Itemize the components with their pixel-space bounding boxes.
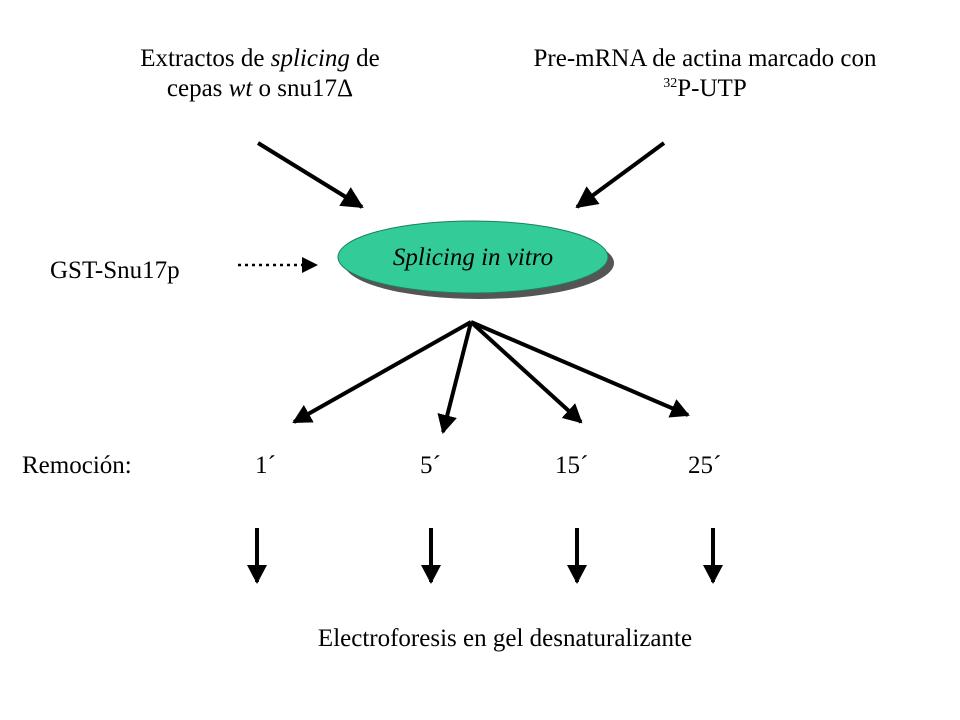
- splicing-node-label: Splicing in vitro: [392, 244, 554, 271]
- arrow-premrna-to-splicing: [575, 141, 666, 209]
- arrow-extracts-to-splicing: [256, 141, 364, 209]
- time-25: 25´: [688, 452, 722, 479]
- removal-label: Remoción:: [22, 452, 132, 479]
- electrophoresis-label: Electroforesis en gel desnaturalizante: [317, 625, 693, 652]
- gst-snu17p-label: GST-Snu17p: [50, 257, 180, 284]
- arrow-gst-head: [302, 257, 318, 273]
- premrna-label: Pre-mRNA de actina marcado con 32P-UTP: [533, 45, 877, 102]
- arrow-branch-15: [469, 320, 583, 424]
- time-5: 5´: [420, 452, 441, 479]
- time-1: 1´: [255, 452, 276, 479]
- arrow-branch-1: [292, 320, 472, 424]
- time-15: 15´: [555, 452, 589, 479]
- arrow-branch-25: [470, 320, 690, 418]
- splicing-node: [337, 220, 609, 294]
- extracts-label: Extractos de splicing de cepas wt o snu1…: [140, 45, 380, 102]
- arrow-branch-5: [437, 321, 473, 434]
